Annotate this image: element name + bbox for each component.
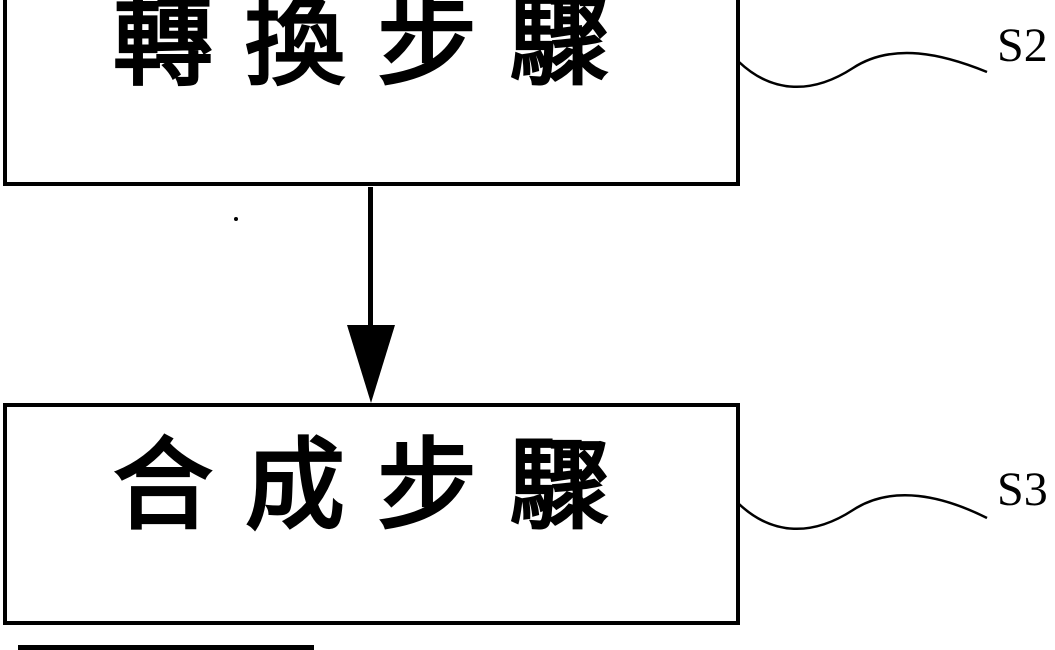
flow-box-conversion-step (3, 0, 740, 186)
ref-label-s2: S2 (997, 19, 1048, 72)
connector-squiggle-s3 (738, 494, 988, 530)
conversion-step-label: 轉換步驟 (113, 0, 641, 98)
flow-box-synthesis-step (3, 403, 740, 625)
partial-next-box-edge (18, 645, 314, 650)
synthesis-step-label: 合成步驟 (113, 431, 641, 542)
flow-arrow-shaft (368, 187, 373, 337)
connector-squiggle-s2 (738, 51, 988, 88)
print-speck (234, 217, 238, 221)
ref-label-s3: S3 (997, 463, 1048, 516)
flow-arrow-head-icon (347, 325, 395, 403)
